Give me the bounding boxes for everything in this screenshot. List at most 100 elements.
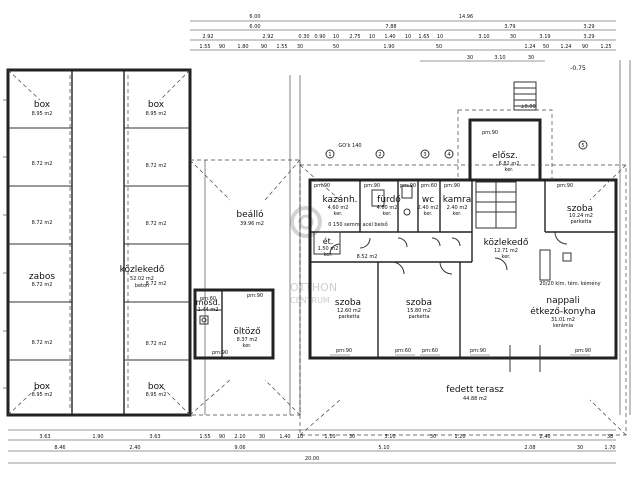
- room-area: 2.40 m2: [447, 205, 468, 211]
- room-name: közlekedő: [484, 238, 529, 248]
- dim-text: 1.24: [524, 44, 535, 50]
- dim-text: 0.90: [314, 34, 325, 40]
- room-area: 31.01 m2: [551, 317, 575, 323]
- dim-text: 30: [577, 445, 583, 451]
- dim-text: 10: [297, 434, 303, 440]
- middle-section: [189, 159, 301, 416]
- dim-text: 50: [436, 44, 442, 50]
- dim-text: 0.30: [298, 34, 309, 40]
- dim-text: 30: [259, 434, 265, 440]
- room-finish: kerámia: [553, 322, 573, 329]
- room-name: öltöző: [233, 327, 261, 337]
- room-area: 12.71 m2: [494, 248, 518, 254]
- axis-marks: 1 2 3 4 5: [328, 143, 584, 158]
- room-area: 8.72 m2: [146, 221, 167, 227]
- room-name: szoba: [567, 204, 593, 214]
- dim-text: 1.65: [418, 34, 429, 40]
- room-area: 39.96 m2: [240, 221, 264, 227]
- dim-text: 1.10: [324, 434, 335, 440]
- room-name: szoba: [406, 298, 432, 308]
- room-area: 8.72 m2: [32, 340, 53, 346]
- room-finish: ker.: [334, 211, 343, 217]
- room-name: mosd.: [196, 298, 220, 307]
- right-building: [299, 81, 627, 436]
- room-area: 1.50 m2: [318, 246, 339, 252]
- room-area: 8.72 m2: [146, 341, 167, 347]
- room-area: 8.72 m2: [146, 163, 167, 169]
- dim-text: 3.29: [583, 24, 594, 30]
- dim-text: 10: [369, 34, 375, 40]
- dim-text: 2.92: [262, 34, 273, 40]
- room-area: 1.44 m2: [198, 307, 219, 313]
- dim-text: 30: [349, 434, 355, 440]
- dim-text: 7.88: [385, 24, 396, 30]
- axis-mark: 4: [447, 152, 450, 158]
- elevation-label: -0.75: [570, 65, 586, 72]
- opening-label: pm:60: [200, 296, 216, 302]
- dim-text: 90: [219, 44, 225, 50]
- dim-text: 90: [582, 44, 588, 50]
- room-finish: ker.: [502, 254, 511, 260]
- wall-dim-label: 8.52 m2: [357, 254, 378, 260]
- dim-text: 6.00: [249, 24, 260, 30]
- room-name: wc: [422, 195, 434, 205]
- room-name: fedett terasz: [446, 385, 504, 395]
- left-building: [3, 68, 192, 417]
- room-area: 10.24 m2: [569, 213, 593, 219]
- room-name: box: [148, 100, 165, 110]
- dim-text: 30: [430, 434, 436, 440]
- room-area: 12.60 m2: [337, 308, 361, 314]
- opening-label: pm:60: [421, 183, 437, 189]
- dim-text: 3.19: [539, 34, 550, 40]
- watermark-name: OTTHON: [290, 281, 337, 294]
- room-name: elősz.: [492, 151, 518, 161]
- room-area: 4.60 m2: [377, 205, 398, 211]
- axis-mark: 3: [423, 152, 426, 158]
- dim-text: 1.80: [237, 44, 248, 50]
- room-finish: beton: [135, 283, 149, 289]
- dim-text: 8.46: [54, 445, 65, 451]
- dim-text: 1.90: [92, 434, 103, 440]
- dim-text: 2.40: [539, 434, 550, 440]
- dim-text: 38: [607, 434, 613, 440]
- room-finish: parketta: [408, 314, 429, 320]
- room-finish: ker.: [383, 211, 392, 217]
- room-name: box: [148, 382, 165, 392]
- room-area: 6.82 m2: [499, 161, 520, 167]
- room-name: beálló: [236, 209, 264, 220]
- dim-text: 20.00: [305, 456, 319, 462]
- room-finish: parketta: [570, 219, 591, 225]
- dim-text: 1.20: [454, 434, 465, 440]
- dim-text: 30: [467, 55, 473, 61]
- dim-text: 14.96: [459, 14, 473, 20]
- opening-label: pm:90: [247, 293, 263, 299]
- dim-text: 1.55: [276, 44, 287, 50]
- opening-label: pm:90: [336, 348, 352, 354]
- opening-label: pm:60: [422, 348, 438, 354]
- room-area: 8.95 m2: [32, 111, 53, 117]
- dim-text: 3.79: [504, 24, 515, 30]
- dim-text: 30: [528, 55, 534, 61]
- dim-text: 30: [297, 44, 303, 50]
- opening-label: pm:90: [482, 130, 498, 136]
- dim-text: 3.63: [149, 434, 160, 440]
- dim-text: 5.10: [378, 445, 389, 451]
- room-finish: ker.: [243, 343, 252, 349]
- dim-text: 2.40: [129, 445, 140, 451]
- dim-text: 2.08: [524, 445, 535, 451]
- room-area: 8.95 m2: [146, 392, 167, 398]
- room-name: box: [34, 382, 51, 392]
- opening-label: pm:90: [575, 348, 591, 354]
- room-area: 52.02 m2: [130, 276, 154, 282]
- dim-text: 1.40: [279, 434, 290, 440]
- opening-label: pm:90: [557, 183, 573, 189]
- dim-text: 2.92: [202, 34, 213, 40]
- dim-text: 1.25: [600, 44, 611, 50]
- dim-text: 1.55: [199, 434, 210, 440]
- dim-text: 10: [437, 34, 443, 40]
- house-labels: elősz. 6.82 m2 ker. kazánh. 4.60 m2 ker.…: [318, 65, 601, 402]
- dim-text: 6.00: [249, 14, 260, 20]
- dim-text: 3.29: [583, 34, 594, 40]
- gok-label: GO'k 140: [338, 143, 361, 149]
